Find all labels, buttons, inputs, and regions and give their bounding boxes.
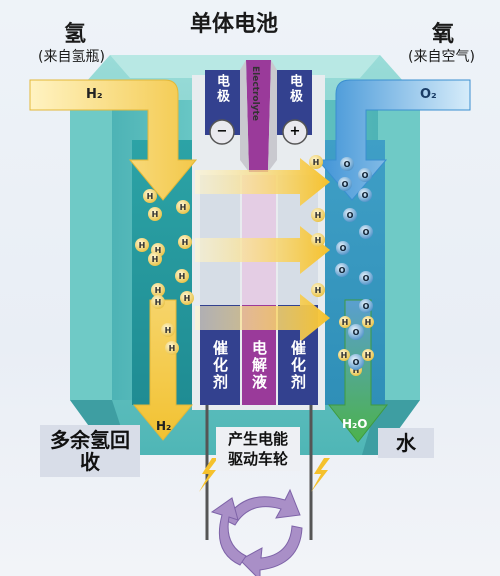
left-catalyst-label: 催化剂 [211, 340, 229, 391]
svg-text:H: H [139, 241, 146, 250]
svg-text:H: H [315, 286, 322, 295]
hydrogen-source-label: (来自氢瓶) [38, 49, 105, 65]
svg-text:O: O [339, 266, 346, 275]
hydrogen-outlet-arrow [132, 299, 194, 441]
oxygen-inlet-label: O₂ [420, 87, 437, 102]
svg-text:H: H [165, 326, 172, 335]
svg-text:H: H [341, 351, 348, 360]
svg-text:O: O [362, 171, 369, 180]
electrolyte-label: Electrolyte [250, 66, 260, 121]
oxygen-atoms: O O O O O O O O O O O O [335, 157, 373, 370]
svg-text:H: H [315, 236, 322, 245]
svg-text:H: H [365, 318, 372, 327]
svg-text:O: O [363, 274, 370, 283]
hydrogen-label: 氢 [64, 22, 87, 47]
positive-terminal [282, 119, 308, 145]
electrolyte-cn-label: 电解液 [250, 340, 268, 391]
svg-text:H: H [169, 344, 176, 353]
svg-text:O: O [347, 211, 354, 220]
svg-text:H: H [155, 298, 162, 307]
svg-text:H: H [147, 192, 154, 201]
svg-text:O: O [342, 180, 349, 189]
water-box: 水 [378, 428, 434, 458]
svg-text:O: O [353, 358, 360, 367]
rotation-cycle-icon [210, 488, 303, 576]
svg-text:H: H [180, 203, 187, 212]
excess-hydrogen-box: 多余氢回收 [40, 425, 140, 477]
svg-text:H: H [315, 211, 322, 220]
hydrogen-inlet-label: H₂ [86, 87, 103, 102]
left-lightning-icon [199, 458, 218, 492]
svg-text:H: H [182, 238, 189, 247]
svg-text:O: O [363, 228, 370, 237]
svg-text:O: O [363, 302, 370, 311]
svg-text:O: O [340, 244, 347, 253]
svg-text:H: H [342, 318, 349, 327]
hydrogen-outlet-label: H₂ [156, 419, 172, 433]
power-caption-box: 产生电能驱动车轮 [216, 427, 300, 471]
hydrogen-inlet-arrow [29, 79, 198, 201]
left-electrode-label: 电极 [214, 74, 229, 104]
diagram-title: 单体电池 [190, 12, 279, 37]
negative-terminal [209, 119, 235, 145]
proton-flow-arrows [195, 158, 330, 342]
negative-symbol: − [216, 124, 228, 139]
right-catalyst-label: 催化剂 [289, 340, 307, 391]
right-electrode-label: 电极 [287, 74, 302, 104]
svg-text:H: H [155, 246, 162, 255]
svg-text:H: H [152, 255, 159, 264]
right-lightning-icon [311, 458, 330, 492]
hydrogen-atoms: H H H H H H H H H H H H H H H H H H H H … [135, 155, 374, 376]
svg-text:O: O [344, 160, 351, 169]
svg-text:O: O [362, 191, 369, 200]
svg-text:H: H [184, 294, 191, 303]
water-outlet-label: H₂O [342, 417, 368, 431]
svg-text:H: H [155, 286, 162, 295]
svg-text:O: O [353, 328, 360, 337]
svg-text:H: H [313, 158, 320, 167]
svg-text:H: H [152, 210, 159, 219]
svg-text:H: H [179, 272, 186, 281]
positive-symbol: + [289, 124, 301, 139]
oxygen-label: 氧 [432, 22, 455, 47]
svg-text:H: H [353, 366, 360, 375]
oxygen-source-label: (来自空气) [408, 49, 475, 65]
svg-text:H: H [365, 351, 372, 360]
oxygen-inlet-arrow [316, 79, 471, 201]
